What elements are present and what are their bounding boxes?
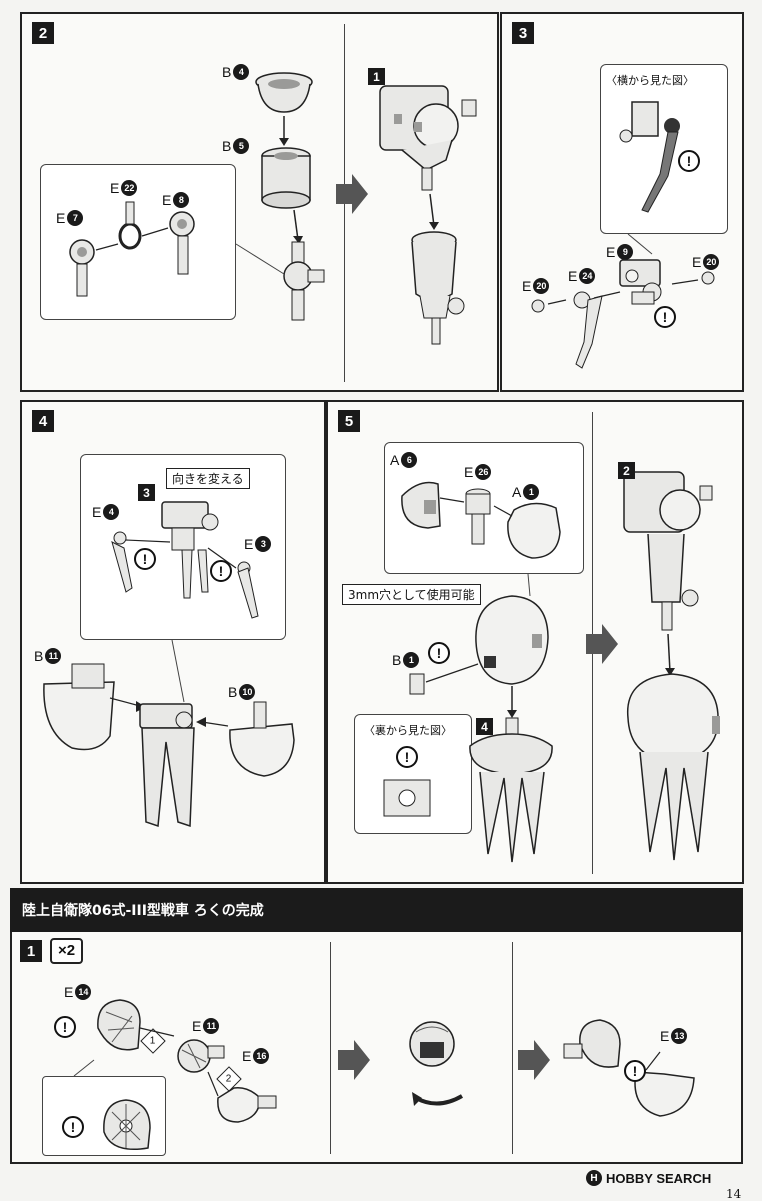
warning-icon: !	[54, 1016, 76, 1038]
note-hole-3mm: 3mm穴として使用可能	[342, 584, 481, 605]
brand-name: HOBBY SEARCH	[606, 1170, 712, 1186]
hand-assembly-illustration	[383, 471, 720, 863]
brand-watermark: H HOBBY SEARCH	[586, 1170, 711, 1186]
step-badge-2: 2	[32, 22, 54, 44]
step-badge-3: 3	[512, 22, 534, 44]
warning-icon: !	[624, 1060, 646, 1082]
page-number: 14	[726, 1187, 742, 1201]
sub-badge-p4: 3	[138, 484, 155, 501]
brand-logo-icon: H	[586, 1170, 602, 1186]
warning-icon: !	[62, 1116, 84, 1138]
warning-icon: !	[396, 746, 418, 768]
sub-badge-p5-lower: 4	[476, 718, 493, 735]
shoulder-assembly-illustration	[69, 72, 477, 345]
note-change-direction: 向きを変える	[166, 468, 250, 489]
warning-icon: !	[654, 306, 676, 328]
sub-badge-p5-right: 2	[618, 462, 635, 479]
step-badge-4: 4	[32, 410, 54, 432]
quantity-multiplier: ×2	[50, 938, 84, 964]
section-title-bar: 陸上自衛隊06式-III型戦車 ろくの完成	[10, 888, 743, 932]
warning-icon: !	[428, 642, 450, 664]
step-badge-1: 1	[20, 940, 42, 962]
arm-assembly-illustration	[43, 501, 295, 828]
note-side-view: 〈横から見た図〉	[606, 74, 694, 87]
arm-joint-illustration	[531, 101, 715, 369]
step-badge-5: 5	[338, 410, 360, 432]
warning-icon: !	[210, 560, 232, 582]
sub-badge-p2: 1	[368, 68, 385, 85]
ball-joint-illustration	[73, 999, 695, 1150]
warning-icon: !	[678, 150, 700, 172]
callout-side-view	[600, 64, 728, 234]
panel-divider	[512, 942, 513, 1154]
warning-icon: !	[134, 548, 156, 570]
note-back-view: 〈裏から見た図〉	[364, 724, 452, 737]
panel-divider	[330, 942, 331, 1154]
